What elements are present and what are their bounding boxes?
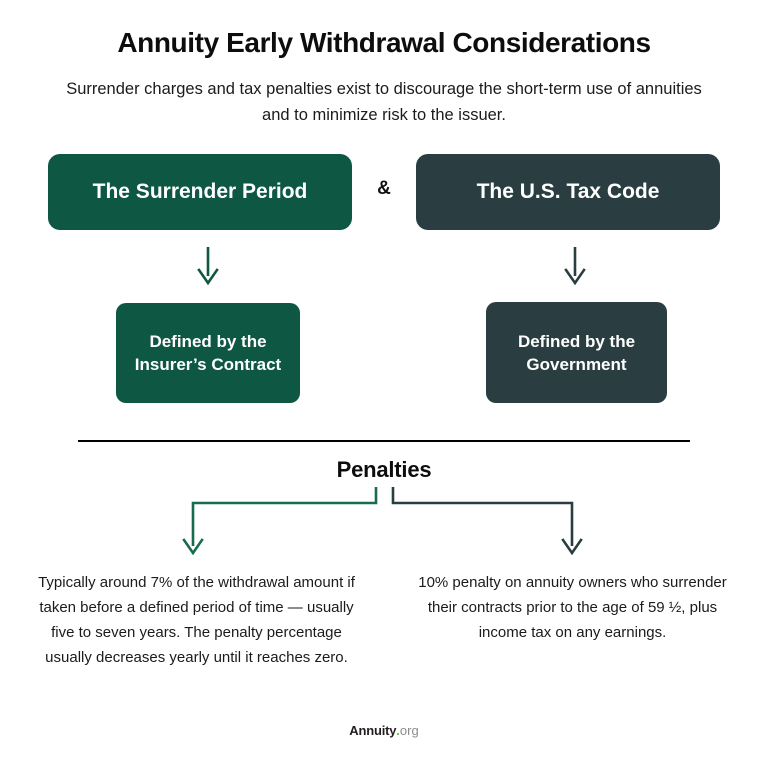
page-title: Annuity Early Withdrawal Considerations bbox=[117, 27, 651, 58]
pillar-heading-tax-code: The U.S. Tax Code bbox=[416, 154, 720, 230]
pillar-detail-government: Defined by the Government bbox=[486, 302, 667, 403]
pillar-detail-insurer-contract: Defined by the Insurer’s Contract bbox=[116, 303, 300, 403]
penalties-heading: Penalties bbox=[336, 457, 432, 482]
penalty-text-tax-penalty: 10% penalty on annuity owners who surren… bbox=[418, 574, 727, 641]
penalty-text-surrender-charge: Typically around 7% of the withdrawal am… bbox=[38, 574, 355, 666]
brand-logo-tld: org bbox=[399, 723, 419, 738]
brand-logo-name: Annuity bbox=[349, 723, 397, 738]
brand-logo: Annuity.org bbox=[0, 723, 768, 738]
branch-connector-left bbox=[182, 487, 378, 556]
brand-logo-dot: . bbox=[396, 723, 400, 738]
branch-connector-right bbox=[391, 487, 583, 556]
conjunction-ampersand: & bbox=[377, 178, 391, 199]
section-divider bbox=[78, 440, 690, 442]
arrow-down-right-icon bbox=[564, 247, 586, 286]
page-subtitle: Surrender charges and tax penalties exis… bbox=[66, 80, 702, 124]
pillar-heading-surrender-period: The Surrender Period bbox=[48, 154, 352, 230]
arrow-down-left-icon bbox=[197, 247, 219, 286]
